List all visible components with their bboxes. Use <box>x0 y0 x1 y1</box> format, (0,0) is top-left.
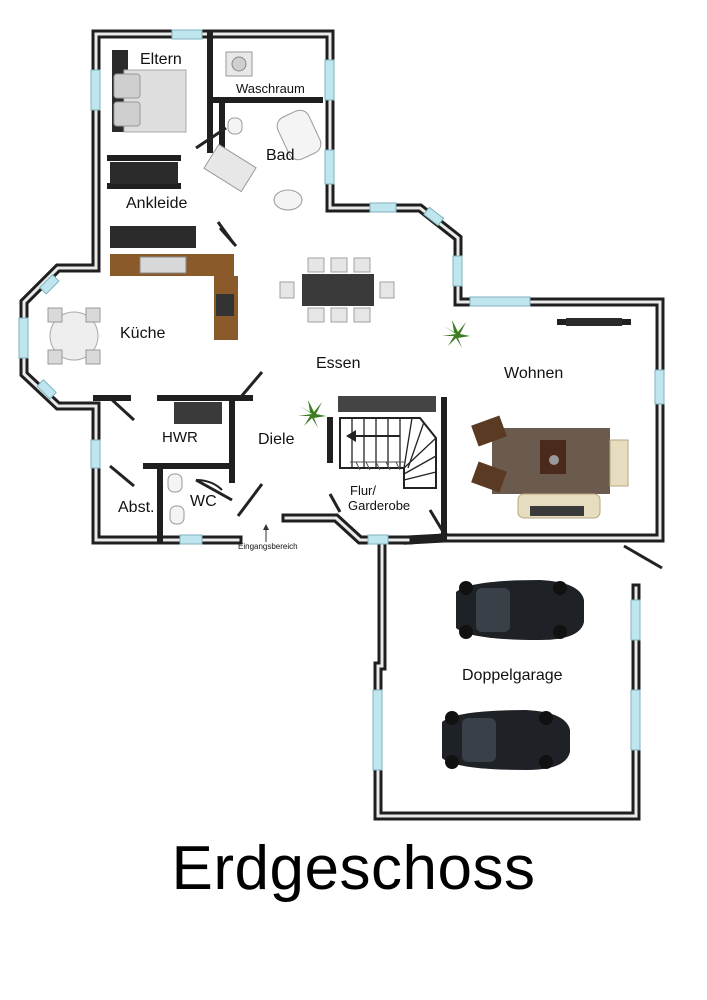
room-label-doppelgarage: Doppelgarage <box>462 667 563 684</box>
staircase <box>338 396 437 489</box>
room-label-flur: Flur/ <box>350 483 376 498</box>
windows <box>18 29 665 771</box>
double-bed <box>112 50 187 133</box>
kitchen-table <box>47 307 101 365</box>
coat-rack <box>350 461 406 471</box>
entrance-arrow-icon <box>263 524 269 542</box>
car-top-icon <box>456 580 584 640</box>
plant-icon <box>298 320 470 428</box>
room-label-kueche: Küche <box>120 325 166 342</box>
bathroom-fixtures <box>203 109 322 211</box>
kitchen-units <box>110 226 238 340</box>
room-label-waschraum: Waschraum <box>236 81 305 96</box>
room-label-diele: Diele <box>258 431 295 448</box>
wc-fixtures <box>167 473 185 525</box>
room-label-eltern: Eltern <box>140 51 182 68</box>
room-label-hwr: HWR <box>162 429 198 446</box>
tv-console <box>566 318 622 326</box>
room-label-ankleide: Ankleide <box>126 195 188 212</box>
room-label-wohnen: Wohnen <box>504 365 564 382</box>
entrance-label: Eingangsbereich <box>238 542 298 551</box>
doors <box>108 126 663 570</box>
hwr-cabinet <box>174 402 222 424</box>
room-label-essen: Essen <box>316 355 361 372</box>
room-label-abst: Abst. <box>118 499 155 516</box>
room-label-garderobe: Garderobe <box>348 498 411 513</box>
washing-machine <box>225 51 253 77</box>
room-label-wc: WC <box>190 493 217 510</box>
living-area <box>471 415 629 519</box>
room-label-bad: Bad <box>266 147 295 164</box>
car-top-icon <box>442 710 570 770</box>
wardrobe <box>110 162 178 184</box>
floor-title: Erdgeschoss <box>171 834 536 903</box>
dining-table <box>279 257 395 323</box>
